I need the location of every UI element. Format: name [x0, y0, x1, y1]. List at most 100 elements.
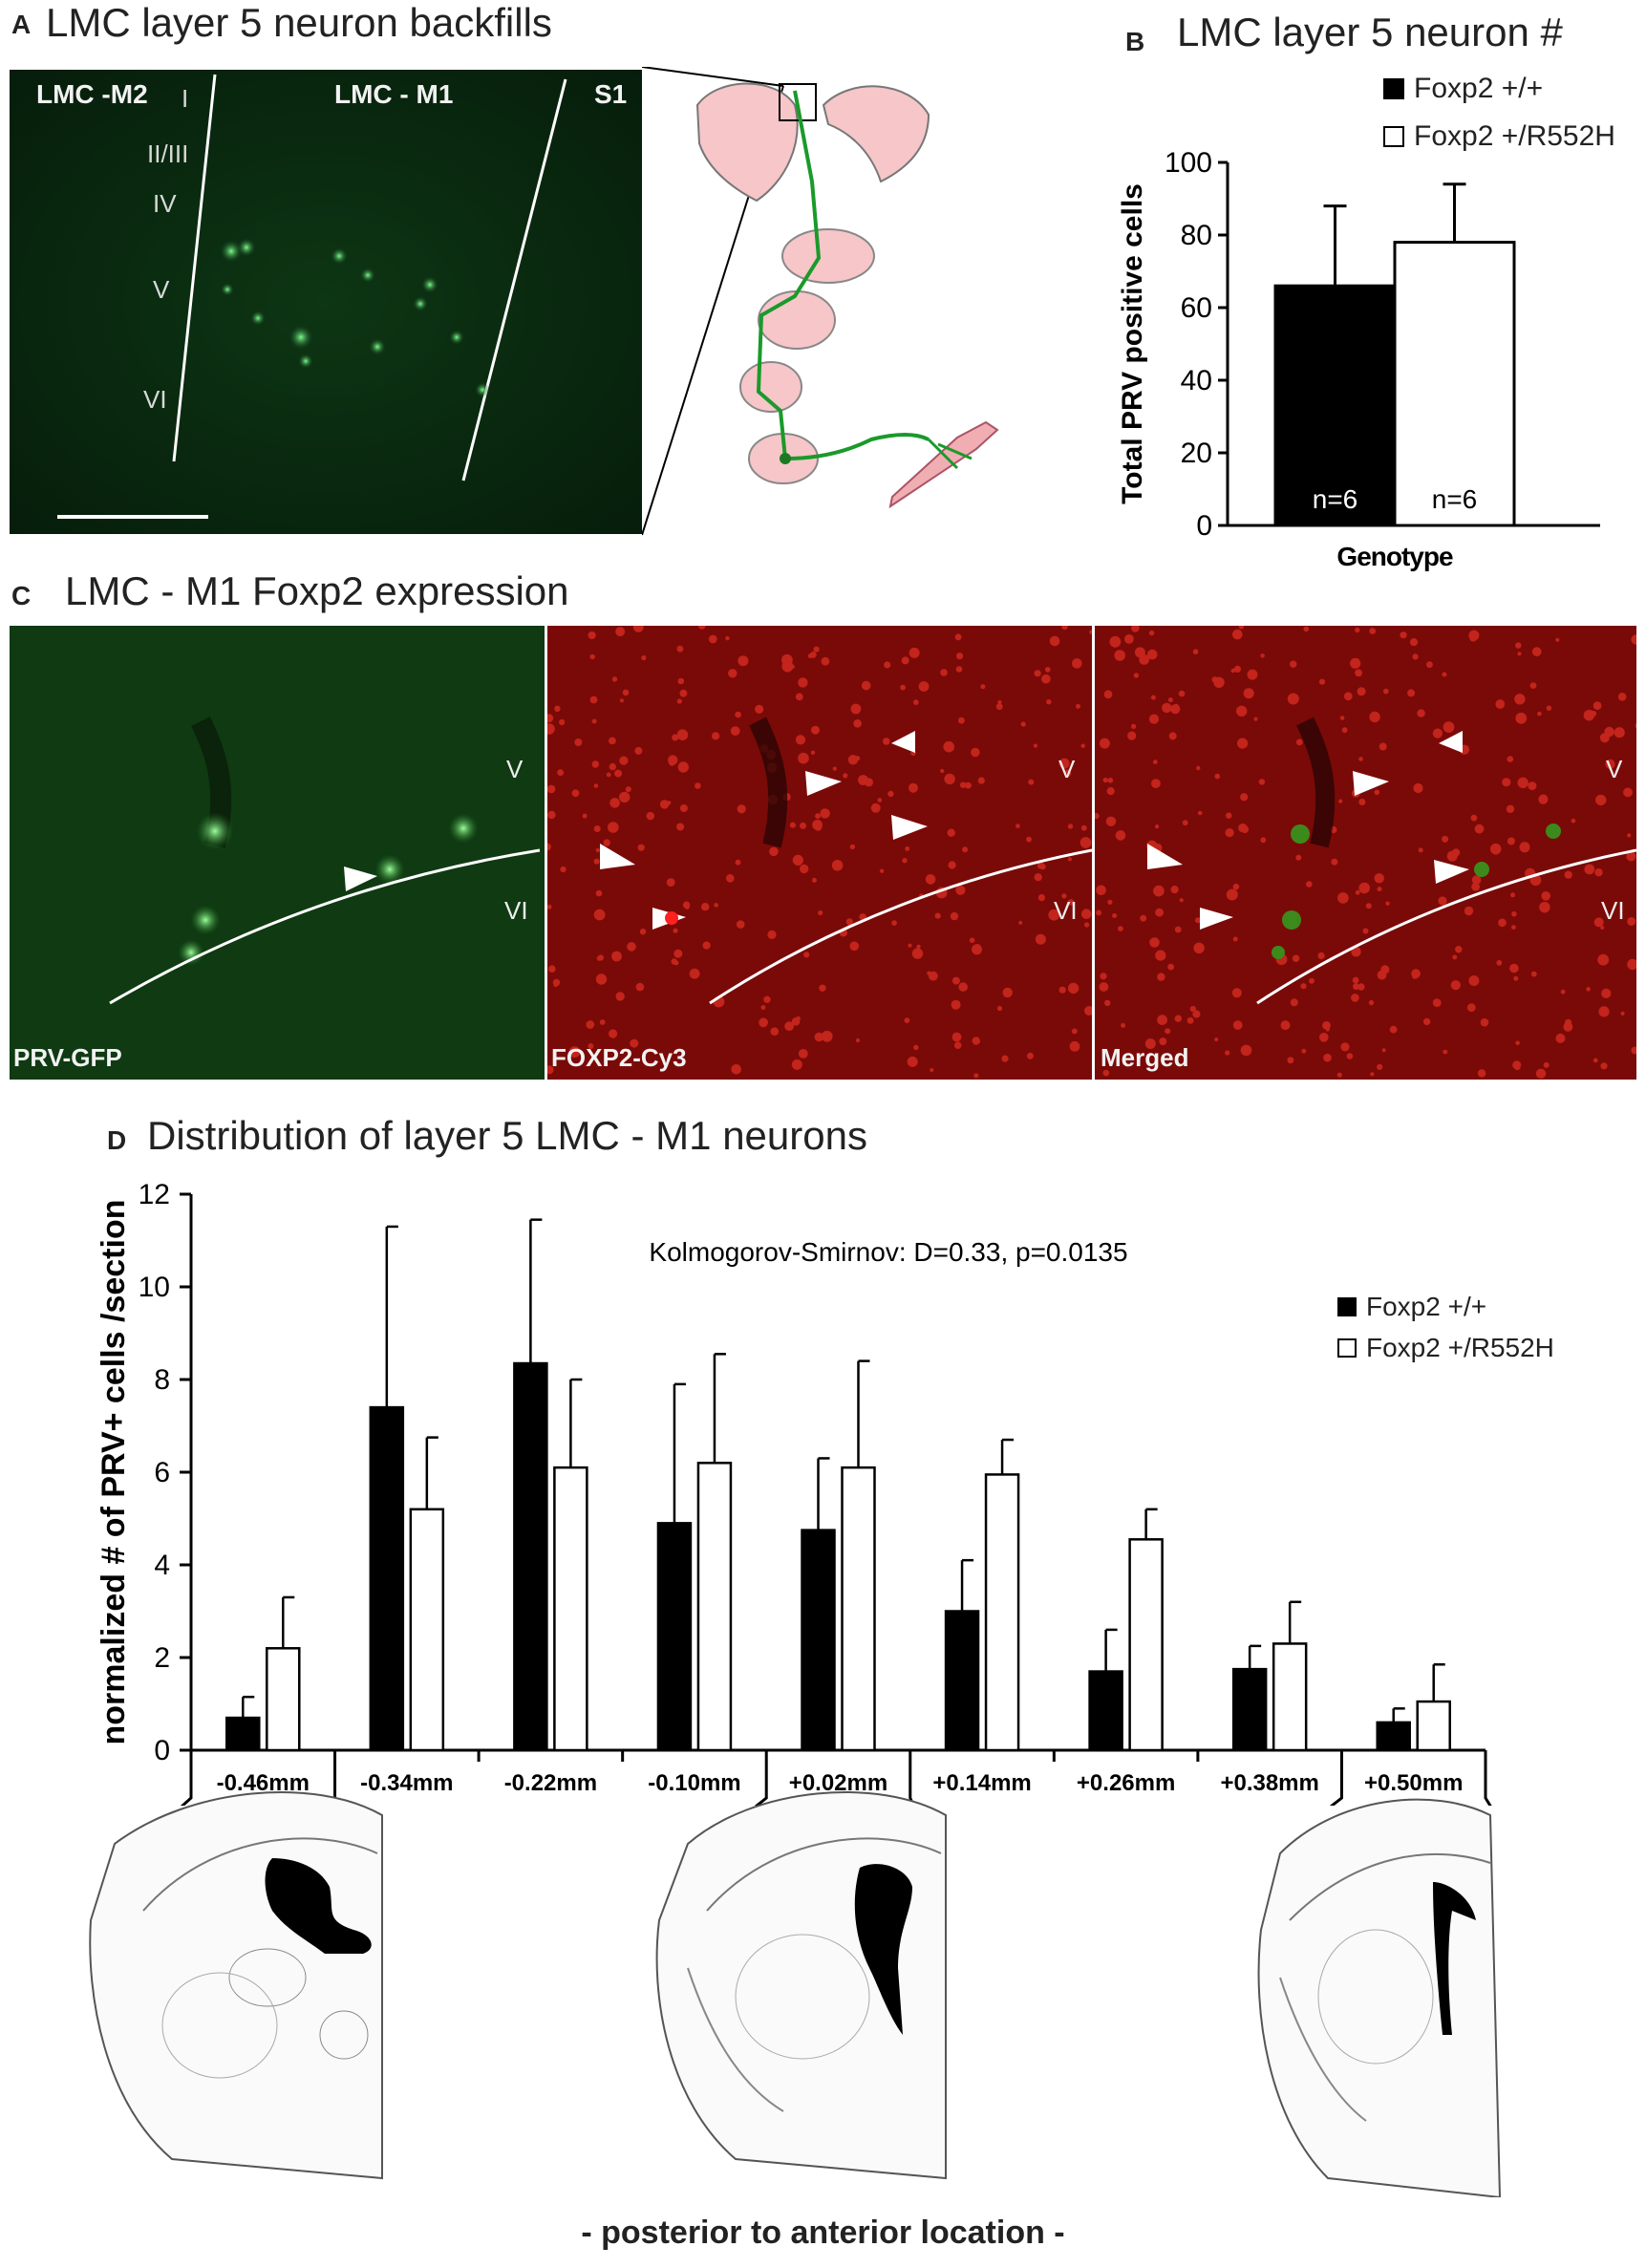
nucleus-dot: [1121, 1022, 1126, 1028]
nucleus-dot: [1109, 635, 1122, 648]
nucleus-dot: [1498, 918, 1507, 928]
label-s1: S1: [594, 79, 628, 109]
section-callout-line: [1329, 1762, 1343, 1806]
nucleus-dot: [641, 654, 647, 661]
nucleus-dot: [958, 717, 965, 724]
nucleus-dot: [843, 773, 848, 779]
nucleus-dot: [909, 647, 920, 658]
nucleus-dot: [789, 822, 796, 828]
nucleus-dot: [1346, 1053, 1354, 1059]
bar: [553, 1466, 588, 1752]
nucleus-dot: [929, 971, 938, 981]
nucleus-dot: [615, 992, 625, 1001]
nucleus-dot: [969, 937, 975, 943]
nucleus-dot: [877, 798, 883, 802]
nucleus-dot: [1597, 953, 1610, 966]
nucleus-dot: [1407, 689, 1416, 697]
nucleus-dot: [1541, 891, 1550, 901]
nucleus-dot: [832, 766, 837, 771]
bar: [944, 1610, 980, 1752]
nucleus-dot: [1258, 779, 1266, 785]
nucleus-dot: [1337, 892, 1349, 904]
nucleus-dot: [1182, 820, 1188, 826]
bar: [1393, 241, 1516, 527]
nucleus-dot: [973, 1073, 979, 1079]
nucleus-dot: [1464, 906, 1474, 916]
nucleus-dot: [702, 941, 711, 950]
nucleus-dot: [557, 769, 565, 777]
nucleus-dot: [1351, 994, 1359, 1002]
nucleus-dot: [611, 951, 622, 962]
nucleus-dot: [677, 677, 685, 685]
nucleus-dot: [845, 918, 853, 926]
nucleus-dot: [958, 982, 968, 992]
nucleus-dot: [947, 828, 955, 837]
nucleus-dot: [770, 1027, 780, 1036]
nucleus-dot: [1590, 710, 1597, 717]
nucleus-dot: [1290, 998, 1298, 1007]
nucleus-dot: [1165, 1028, 1171, 1035]
nucleus-dot: [1374, 873, 1384, 884]
nucleus-dot: [1080, 824, 1087, 831]
nucleus-dot: [737, 655, 749, 667]
nucleus-dot: [588, 1043, 594, 1049]
nucleus-dot: [1426, 661, 1433, 669]
nucleus-dot: [1422, 1017, 1431, 1026]
bar: [1088, 1670, 1123, 1752]
nucleus-dot: [1306, 881, 1313, 888]
nucleus-dot: [803, 952, 810, 958]
nucleus-dot: [1594, 868, 1603, 877]
layer-ii-iii: II/III: [147, 139, 189, 168]
nucleus-dot: [810, 750, 816, 755]
nucleus-dot: [547, 843, 551, 851]
nucleus-dot: [1357, 983, 1365, 991]
nucleus-dot: [1159, 1038, 1167, 1046]
nucleus-dot: [1635, 722, 1636, 729]
nucleus-dot: [1450, 980, 1461, 991]
nucleus-dot: [1412, 653, 1419, 660]
nucleus-dot: [763, 995, 771, 1003]
nucleus-dot: [679, 689, 688, 697]
nucleus-dot: [1446, 850, 1458, 862]
nucleus-dot: [1155, 908, 1164, 917]
nucleus-dot: [1627, 958, 1636, 971]
nucleus-dot: [1339, 716, 1345, 720]
bar-n-label: n=6: [1432, 484, 1478, 514]
nucleus-dot: [679, 804, 688, 812]
nucleus-dot: [849, 941, 860, 952]
nucleus-dot: [619, 698, 624, 703]
nucleus-dot: [547, 904, 552, 909]
x-tick-label: -0.10mm: [648, 1770, 740, 1796]
nucleus-dot: [1170, 704, 1181, 715]
nucleus-dot: [1214, 773, 1221, 780]
nucleus-dot: [634, 746, 643, 755]
section-callout-line: [754, 1762, 768, 1806]
nucleus-dot: [1151, 779, 1161, 788]
nucleus-dot: [586, 1020, 595, 1029]
nucleus-dot: [955, 885, 966, 895]
nucleus-dot: [1287, 693, 1299, 705]
nucleus-dot: [971, 747, 980, 758]
nucleus-dot: [725, 635, 730, 641]
panel-d-footer: - posterior to anterior location -: [581, 2215, 1065, 2251]
nucleus-dot: [625, 786, 631, 793]
nucleus-dot: [795, 693, 803, 701]
nucleus-dot: [1318, 678, 1326, 685]
nucleus-dot: [1593, 1058, 1598, 1063]
nucleus-dot: [821, 1030, 833, 1042]
bar: [656, 1522, 693, 1752]
nucleus-dot: [609, 737, 616, 745]
nucleus-dot: [1049, 635, 1060, 647]
nucleus-dot: [1155, 824, 1160, 829]
nucleus-dot: [1102, 1069, 1110, 1077]
nucleus-dot: [1260, 837, 1267, 844]
nucleus-dot: [955, 666, 963, 673]
nucleus-dot: [1510, 892, 1515, 898]
y-tick-label: 60: [1181, 292, 1212, 324]
nucleus-dot: [972, 1037, 980, 1045]
panel-d-title: Distribution of layer 5 LMC - M1 neurons: [147, 1113, 867, 1158]
nucleus-dot: [1400, 631, 1407, 639]
nucleus-dot: [1381, 1048, 1386, 1053]
nucleus-dot: [951, 976, 960, 985]
nucleus-dot: [1146, 649, 1158, 660]
